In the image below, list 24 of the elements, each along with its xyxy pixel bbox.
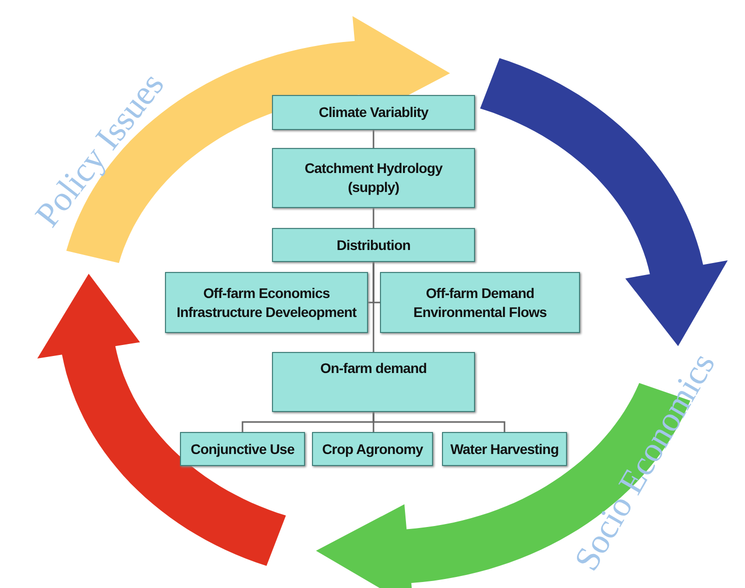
- box-text: Crop Agronomy: [322, 440, 423, 458]
- connector-line: [372, 208, 374, 228]
- connector-line: [372, 412, 506, 432]
- process-box: [272, 352, 475, 412]
- process-box: [312, 432, 433, 466]
- connector-line: [372, 130, 374, 148]
- box-text: On-farm demand: [320, 359, 427, 378]
- connector-line: [372, 262, 374, 352]
- process-box: [272, 228, 475, 262]
- process-box: [442, 432, 567, 466]
- box-text: Conjunctive Use: [190, 440, 294, 458]
- box-text: Off-farm Economics: [203, 284, 330, 302]
- process-box: [272, 148, 475, 208]
- process-box: [165, 272, 368, 333]
- box-text: Climate Variablity: [318, 103, 428, 122]
- process-box: [272, 95, 475, 130]
- box-text: Catchment Hydrology (supply): [304, 159, 444, 197]
- box-text: Environmental Flows: [413, 302, 547, 322]
- process-box: [380, 272, 580, 333]
- process-box: [180, 432, 305, 466]
- box-text: Off-farm Demand: [426, 284, 534, 302]
- box-text: Water Harvesting: [450, 440, 559, 458]
- box-text: Infrastructure Develeopment: [176, 302, 356, 322]
- box-text: Distribution: [336, 236, 410, 254]
